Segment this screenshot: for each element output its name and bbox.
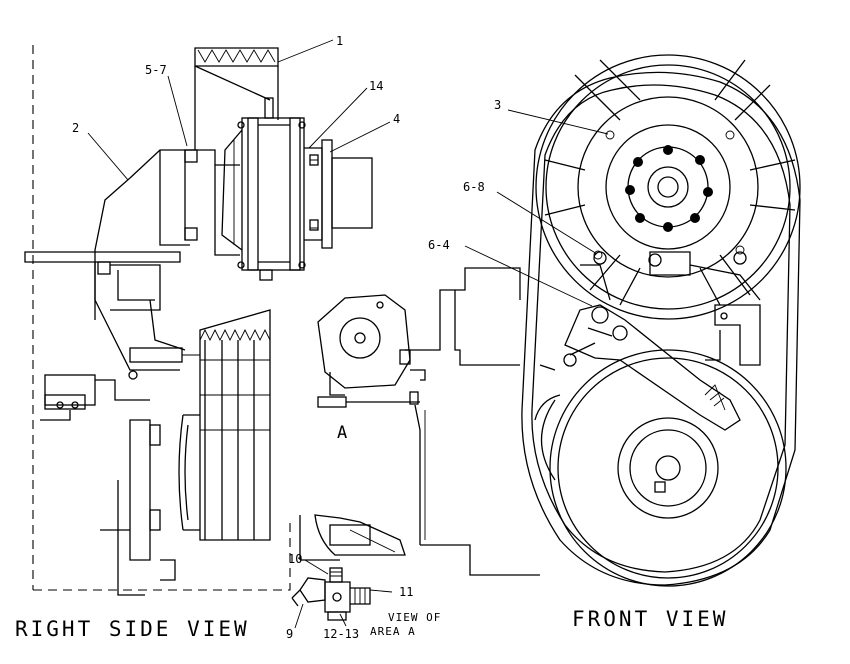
front-view-drawing — [490, 54, 801, 587]
front-view-title: FRONT VIEW — [572, 607, 728, 631]
callout-2: 2 — [72, 121, 79, 135]
callout-6-4: 6-4 — [428, 238, 450, 252]
leader-5-7 — [167, 75, 188, 147]
callout-14: 14 — [369, 79, 383, 93]
callout-6-8: 6-8 — [463, 180, 485, 194]
callout-4: 4 — [393, 112, 400, 126]
leader-6-8 — [496, 191, 598, 255]
leader-1 — [277, 39, 334, 63]
leader-2 — [87, 132, 129, 181]
view-of-area-line2: AREA A — [370, 625, 416, 638]
leader-14 — [308, 87, 368, 149]
leader-4 — [329, 121, 391, 153]
callout-1: 1 — [336, 34, 343, 48]
view-of-area-line1: VIEW OF — [388, 611, 441, 624]
callout-3: 3 — [494, 98, 501, 112]
callout-9: 9 — [286, 627, 293, 641]
area-a-marker: A — [337, 423, 347, 443]
leader-12-13 — [339, 613, 347, 627]
callout-5-7: 5-7 — [145, 63, 167, 77]
leader-6-4 — [464, 245, 593, 307]
leader-9 — [294, 603, 304, 629]
leader-10 — [304, 559, 329, 575]
leader-lines — [87, 39, 609, 629]
right-side-view-title: RIGHT SIDE VIEW — [15, 617, 250, 641]
right-side-view-drawing — [24, 45, 373, 596]
leader-3 — [507, 109, 609, 135]
callout-11: 11 — [399, 585, 413, 599]
callout-10: 10 — [288, 552, 302, 566]
callout-12-13: 12-13 — [323, 627, 359, 641]
area-a-drawing — [291, 267, 540, 621]
leader-11 — [369, 589, 393, 593]
